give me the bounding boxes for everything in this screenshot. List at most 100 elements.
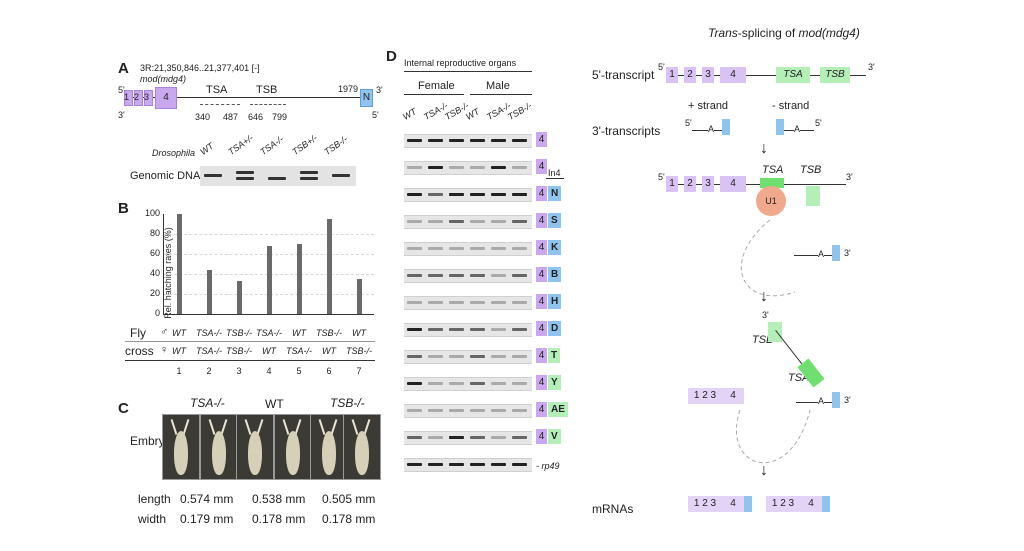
lane-number-4: 4 bbox=[266, 366, 272, 376]
gel-band bbox=[428, 247, 443, 250]
gel-band bbox=[407, 301, 422, 304]
panel-c-label: C bbox=[118, 400, 129, 417]
gel-row-tag: - rp49 bbox=[536, 456, 560, 474]
tsa-label: TSA bbox=[762, 164, 784, 176]
exon-4-tag: 4 bbox=[536, 348, 547, 363]
gel-band bbox=[428, 166, 443, 169]
gel-band bbox=[407, 355, 422, 358]
exon-4-tag: 4 bbox=[536, 321, 547, 336]
lane-number-2: 2 bbox=[206, 366, 212, 376]
gel-band bbox=[512, 328, 527, 331]
gel-band bbox=[407, 382, 422, 385]
pos-799: 799 bbox=[272, 112, 288, 122]
mrna-three-exon bbox=[744, 496, 752, 512]
female-cross-2: TSA-/- bbox=[196, 346, 222, 356]
five-prime: 5' bbox=[685, 118, 692, 128]
three-exon-box bbox=[722, 119, 730, 135]
exon-4-box: 4 bbox=[720, 176, 746, 192]
embryo-image bbox=[274, 414, 312, 480]
gel-band bbox=[407, 220, 422, 223]
gel-band bbox=[449, 274, 464, 277]
length-label: length bbox=[138, 492, 171, 506]
gel-band bbox=[407, 274, 422, 277]
bar-lane-4 bbox=[266, 246, 272, 314]
gel-band bbox=[470, 274, 485, 277]
exon-4-tag: 4 bbox=[536, 213, 547, 228]
gel-band bbox=[512, 355, 527, 358]
mrnas-label: mRNAs bbox=[592, 502, 634, 516]
five-prime-top: 5' bbox=[118, 85, 125, 95]
exon-suffix-tag: H bbox=[548, 294, 562, 309]
gel-lane-row bbox=[404, 377, 532, 391]
exon-4: 4 bbox=[155, 87, 177, 109]
tsa-bound bbox=[760, 178, 784, 188]
panel-a-label: A bbox=[118, 60, 129, 77]
embryo-image bbox=[343, 414, 381, 480]
gel-band bbox=[449, 301, 464, 304]
dashed-arrows bbox=[735, 219, 811, 464]
gel-band bbox=[407, 463, 422, 466]
gel-band bbox=[512, 463, 527, 466]
three-prime-top: 3' bbox=[376, 85, 383, 95]
gel-band bbox=[512, 247, 527, 250]
male-label: Male bbox=[486, 80, 510, 92]
gel-band bbox=[428, 274, 443, 277]
gel-lane-row bbox=[404, 161, 532, 175]
gel-band bbox=[449, 355, 464, 358]
gel-band bbox=[332, 174, 350, 177]
gel-band bbox=[449, 139, 464, 142]
dashed-curve bbox=[735, 409, 811, 464]
gel-lane-label-1: WT bbox=[401, 106, 419, 122]
gel-band bbox=[470, 220, 485, 223]
geno-tsa-hom: TSA-/- bbox=[258, 133, 286, 157]
lane-number-5: 5 bbox=[296, 366, 302, 376]
gel-lane-label-6: TSB-/- bbox=[506, 100, 534, 122]
gel-band bbox=[491, 355, 506, 358]
male-cross-7: WT bbox=[352, 328, 366, 338]
exon-suffix-tag: V bbox=[548, 429, 561, 444]
gel-band bbox=[407, 139, 422, 142]
gel-lane-row bbox=[404, 134, 532, 148]
exon-4-tag: 4 bbox=[536, 429, 547, 444]
gel-band bbox=[449, 409, 464, 412]
female-cross-1: WT bbox=[172, 346, 186, 356]
branch-a: A bbox=[818, 249, 825, 259]
exon-2-box: 2 bbox=[684, 67, 696, 83]
tsa-dash bbox=[200, 104, 240, 105]
cross-label: cross bbox=[125, 344, 154, 358]
end-number: 1979 bbox=[338, 84, 359, 94]
three-exon-box bbox=[832, 245, 840, 261]
gel-band bbox=[512, 193, 527, 196]
mrna-exon4-box: 4 bbox=[800, 496, 822, 512]
bar-chart bbox=[163, 214, 374, 315]
exon-1-box: 1 bbox=[666, 176, 678, 192]
gel-lane-row bbox=[404, 431, 532, 445]
exon-4-tag: 4 bbox=[536, 186, 547, 201]
three-transcripts-label: 3'-transcripts bbox=[592, 124, 661, 138]
female-cross-6: WT bbox=[322, 346, 336, 356]
exon-2 bbox=[134, 90, 143, 106]
genomic-dna-label: Genomic DNA bbox=[130, 170, 201, 182]
gel-band bbox=[491, 463, 506, 466]
pos-340: 340 bbox=[195, 112, 211, 122]
panel-d-title: Internal reproductive organs bbox=[404, 58, 517, 68]
five-prime: 5' bbox=[658, 62, 665, 72]
three-prime: 3' bbox=[846, 172, 853, 182]
y-tick-20: 20 bbox=[150, 288, 161, 298]
gel-band bbox=[470, 139, 485, 142]
exon-n: N bbox=[360, 89, 373, 107]
gel-band bbox=[512, 436, 527, 439]
gel-band bbox=[491, 193, 506, 196]
gel-band bbox=[428, 355, 443, 358]
exon-3-label: 3 bbox=[144, 92, 150, 102]
gel-lane-row bbox=[404, 215, 532, 229]
y-tick-40: 40 bbox=[150, 268, 161, 278]
bar-lane-5 bbox=[296, 244, 302, 314]
gel-band bbox=[470, 166, 485, 169]
bar-lane-2 bbox=[206, 270, 212, 314]
mrna-exon4-box: 4 bbox=[722, 496, 744, 512]
three-exon-box bbox=[776, 119, 784, 135]
gel-band bbox=[491, 436, 506, 439]
bar-lane-6 bbox=[326, 219, 332, 314]
gel-band bbox=[470, 355, 485, 358]
